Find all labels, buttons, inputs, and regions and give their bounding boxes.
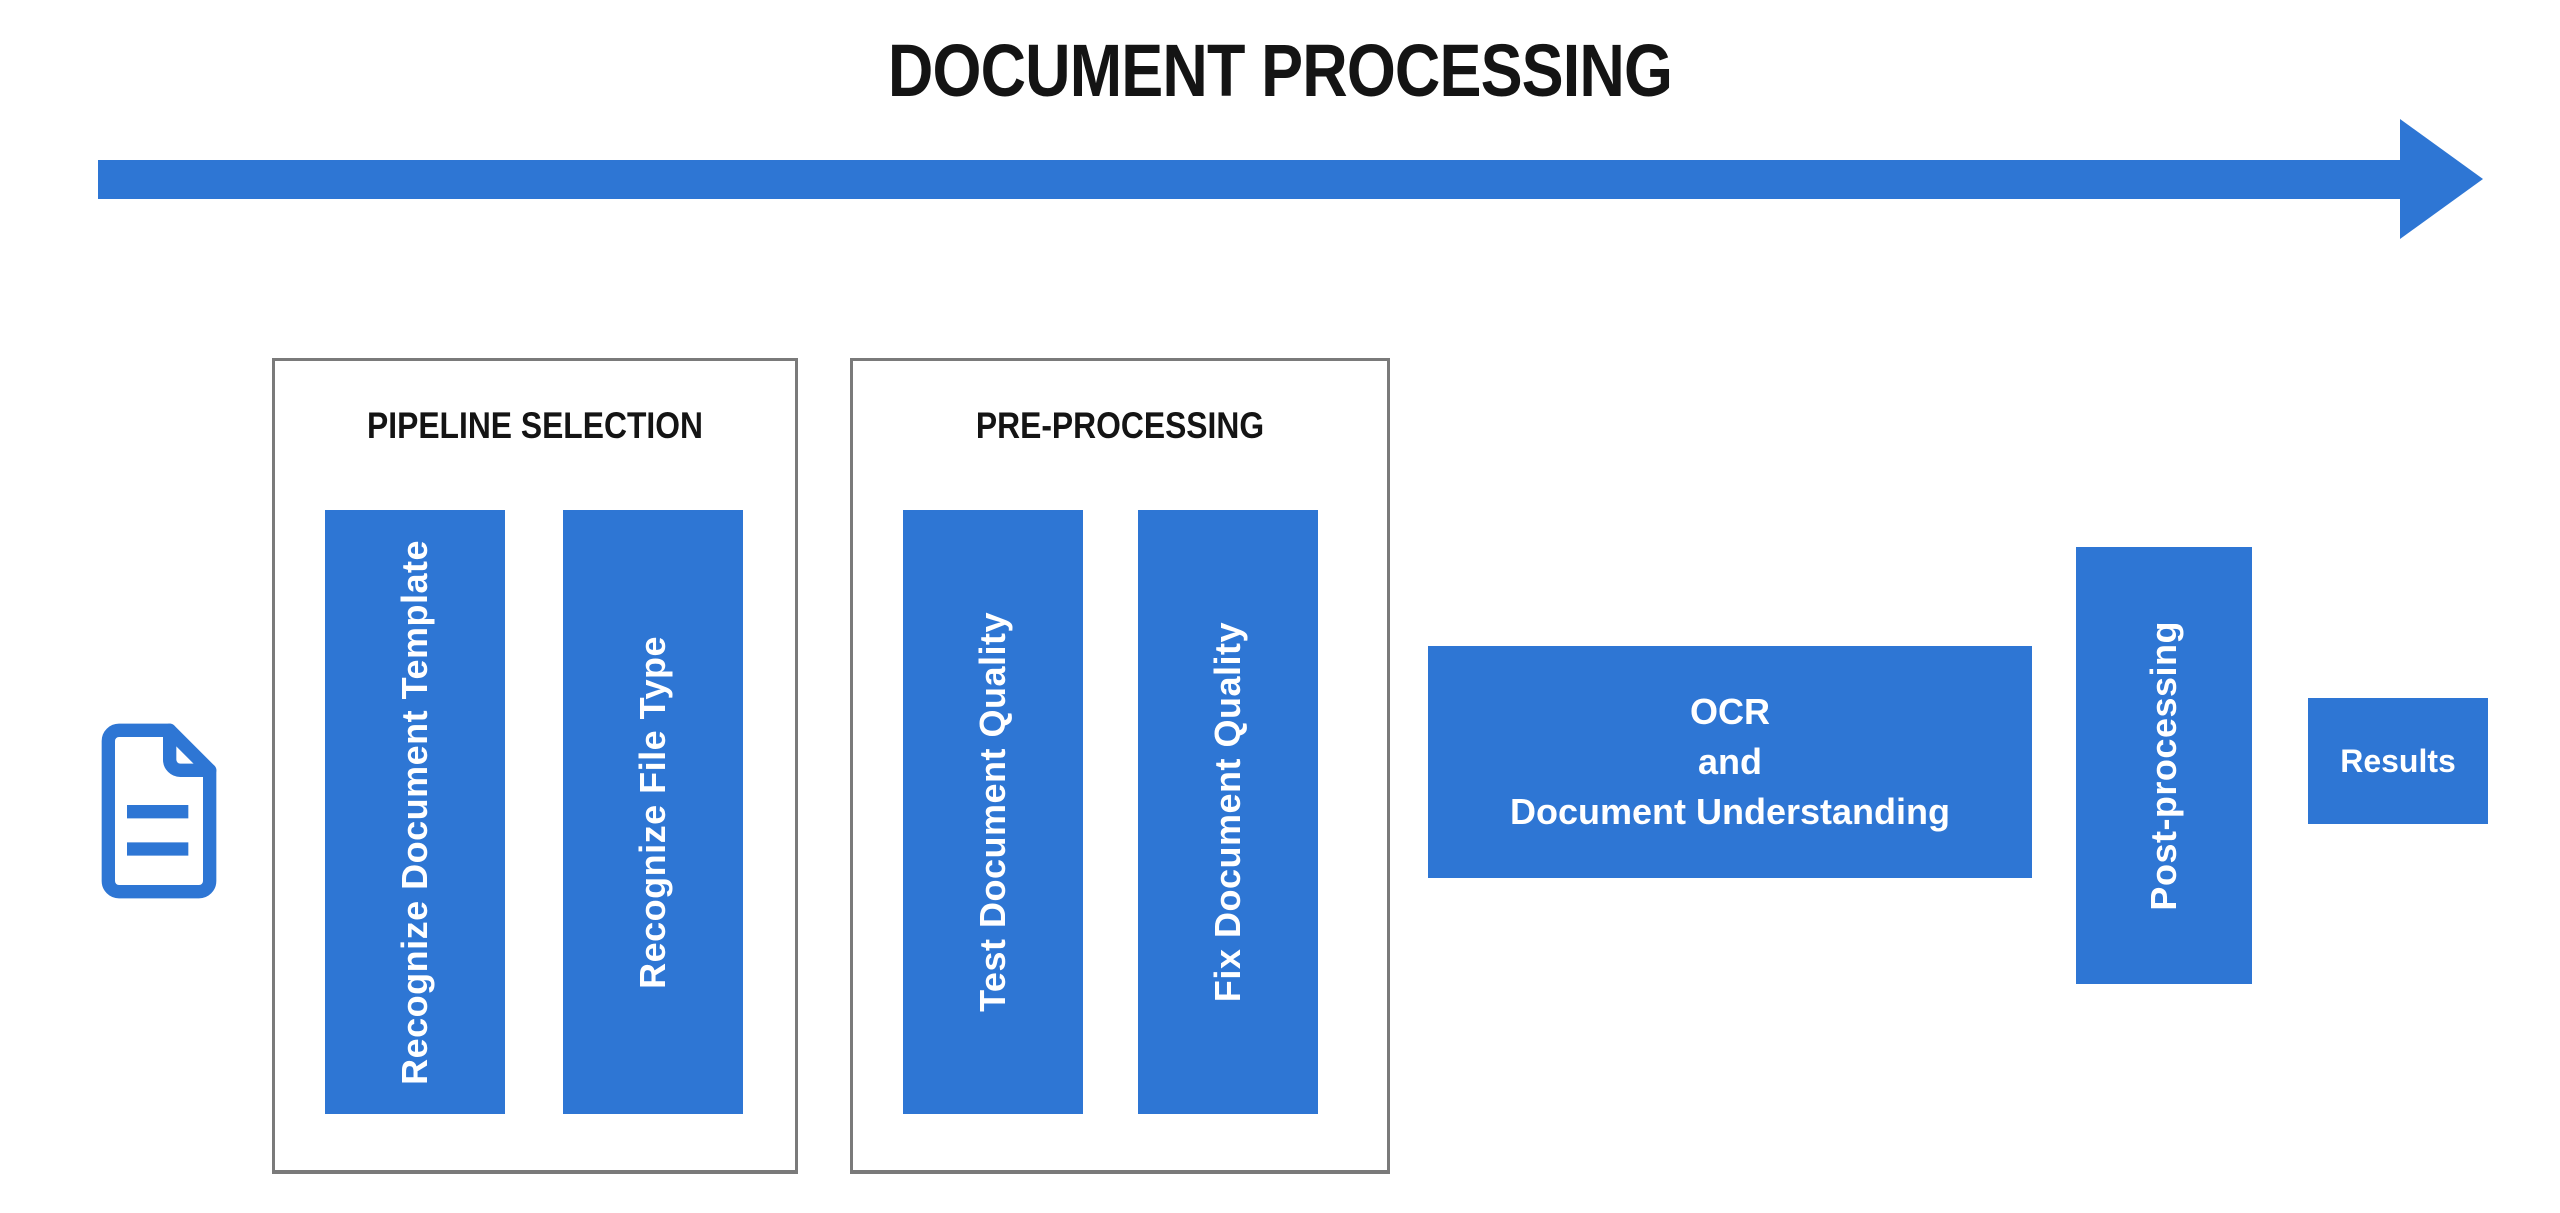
step-post-processing: Post-processing bbox=[2076, 547, 2252, 984]
pre-processing-title: PRE-PROCESSING bbox=[975, 405, 1265, 446]
step-label: Fix Document Quality bbox=[1207, 621, 1248, 1003]
step-recognize-file-type: Recognize File Type bbox=[563, 510, 743, 1114]
step-fix-document-quality: Fix Document Quality bbox=[1138, 510, 1318, 1114]
step-recognize-document-template: Recognize Document Template bbox=[325, 510, 505, 1114]
results-label: Results bbox=[2340, 742, 2456, 779]
document-icon bbox=[101, 723, 217, 899]
step-label: Recognize Document Template bbox=[394, 539, 435, 1085]
ocr-line-3: Document Understanding bbox=[1509, 791, 1950, 832]
step-label: Post-processing bbox=[2143, 620, 2184, 911]
step-label: Test Document Quality bbox=[972, 612, 1013, 1012]
results-box: Results bbox=[2308, 698, 2488, 824]
ocr-line-1: OCR bbox=[1690, 691, 1770, 732]
step-test-document-quality: Test Document Quality bbox=[903, 510, 1083, 1114]
page-title: DOCUMENT PROCESSING bbox=[887, 29, 1673, 112]
step-ocr-document-understanding: OCR and Document Understanding bbox=[1428, 646, 2032, 878]
pipeline-selection-title: PIPELINE SELECTION bbox=[367, 405, 703, 446]
process-arrow-shaft bbox=[98, 160, 2400, 199]
step-label: Recognize File Type bbox=[632, 635, 673, 989]
arrow-right-icon bbox=[2400, 119, 2483, 239]
ocr-line-2: and bbox=[1697, 741, 1762, 782]
